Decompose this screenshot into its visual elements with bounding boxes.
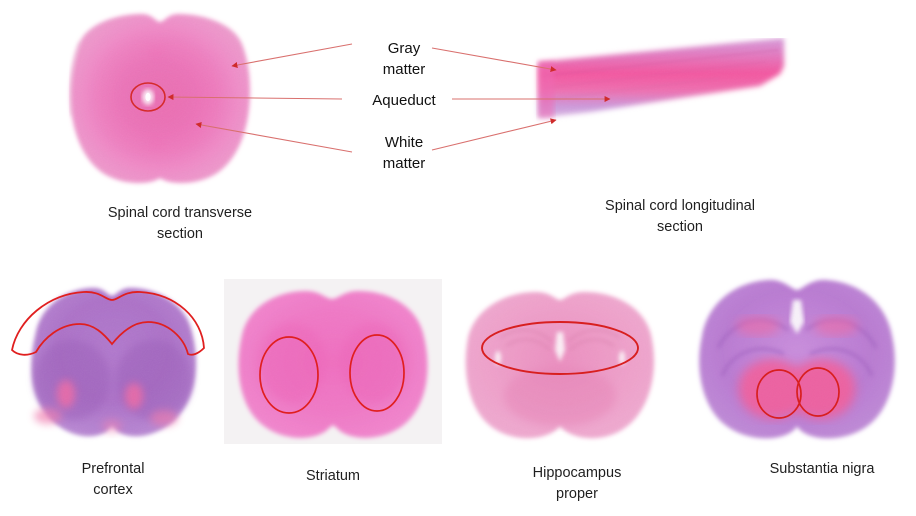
caption-striatum: Striatum — [306, 468, 360, 484]
marker-substantia-nigra-circles — [756, 367, 840, 419]
marker-cortex-outline — [11, 291, 205, 356]
caption-spinal-transverse: Spinal cord transverse section — [107, 205, 253, 243]
spinal-cord-transverse-image — [52, 8, 268, 190]
hippocampus-image — [452, 276, 666, 448]
striatum-image — [224, 279, 442, 444]
substantia-nigra-image — [688, 272, 906, 448]
callout-label-gray-matter: Gray matter — [382, 40, 426, 79]
callout-label-aqueduct: Aqueduct — [372, 92, 436, 109]
marker-striatum-ovals — [259, 334, 405, 414]
marker-hippocampus-ellipse — [481, 321, 639, 375]
spinal-cord-longitudinal-image — [530, 38, 916, 150]
caption-prefrontal-cortex: Prefrontal cortex — [81, 461, 145, 499]
caption-spinal-longitudinal: Spinal cord longitudinal section — [605, 198, 755, 236]
callout-label-white-matter: White matter — [382, 134, 426, 173]
caption-hippocampus: Hippocampus proper — [532, 465, 622, 503]
caption-substantia-nigra: Substantia nigra — [769, 461, 875, 477]
prefrontal-cortex-image — [8, 276, 218, 446]
